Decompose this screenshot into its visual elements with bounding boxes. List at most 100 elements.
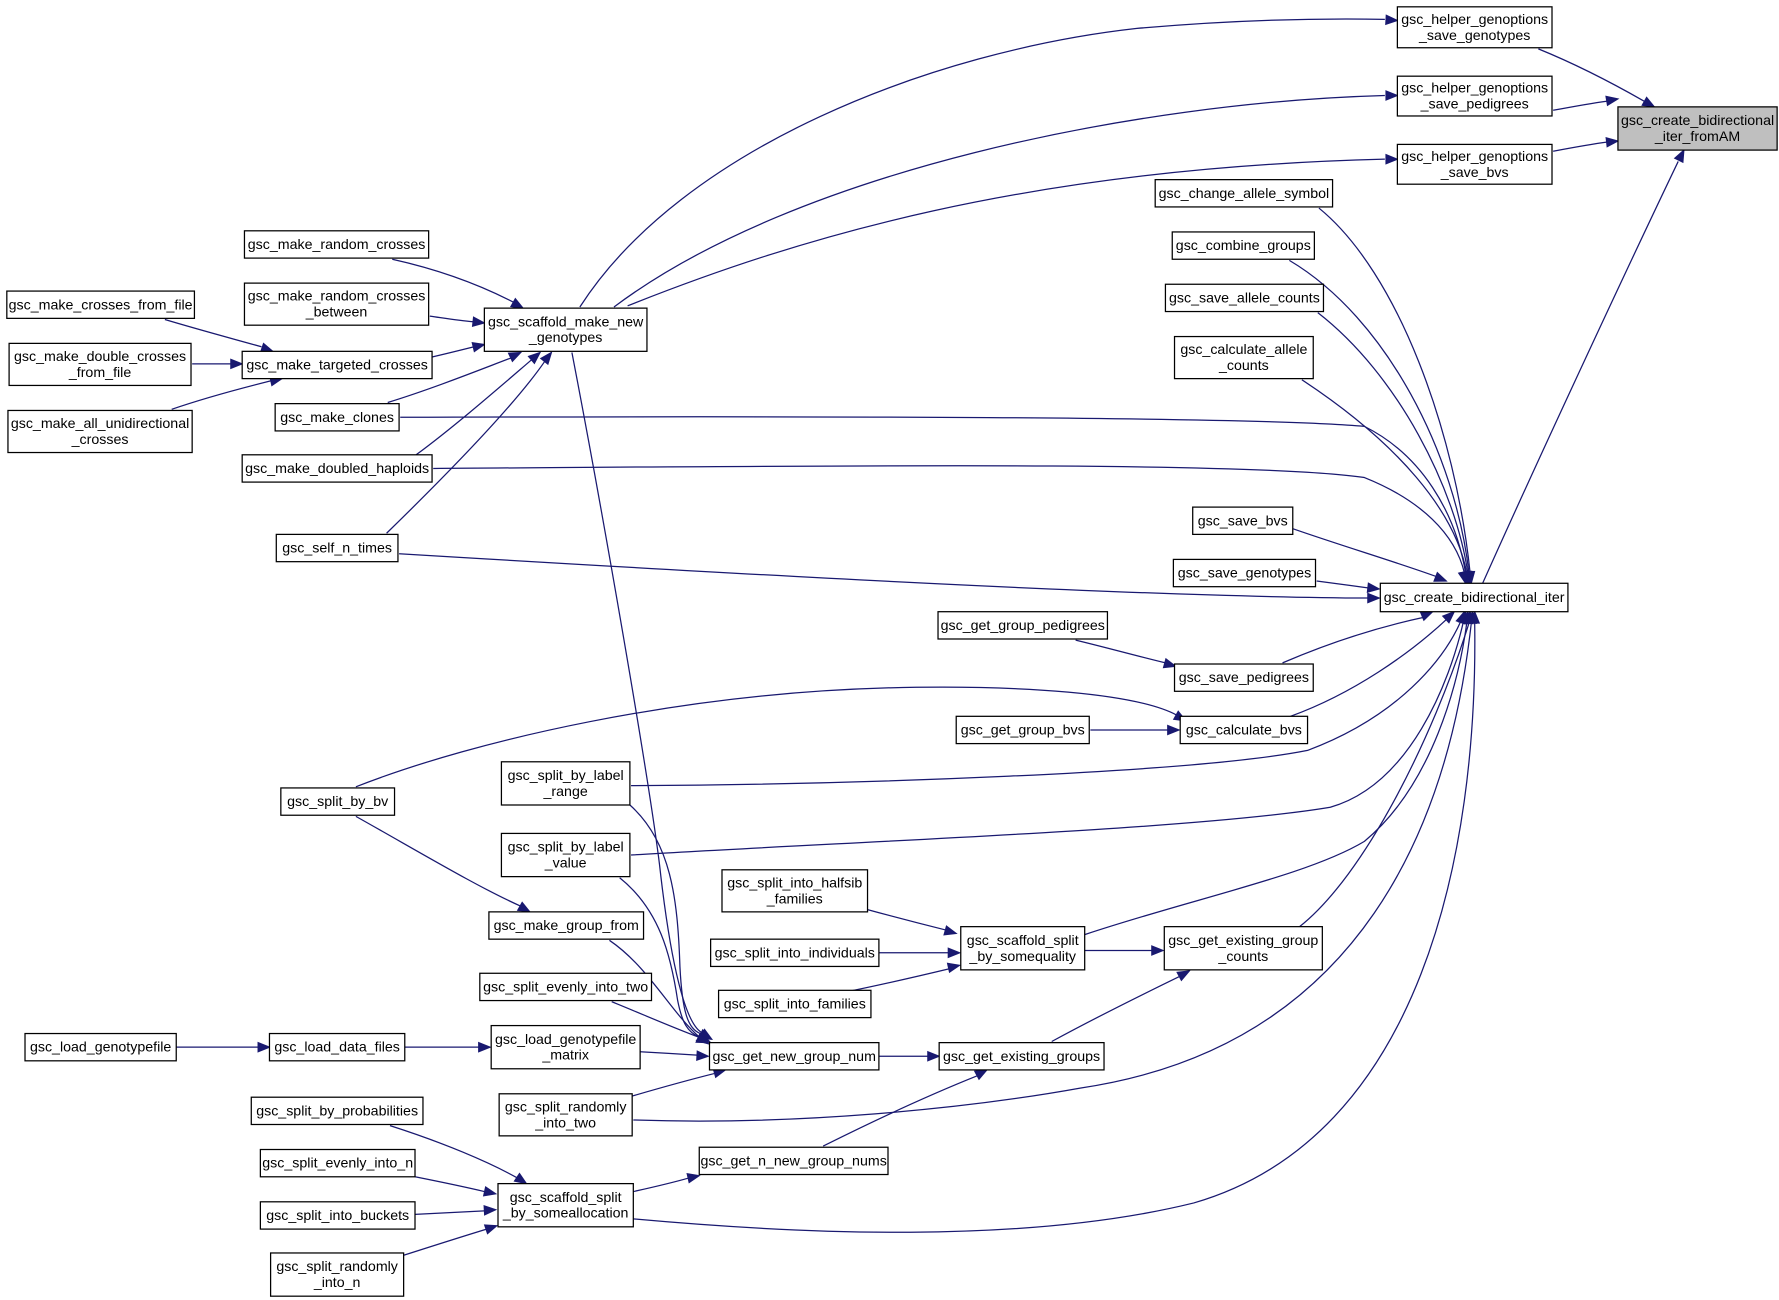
node-label: _by_somequality	[968, 949, 1076, 965]
node-cas[interactable]: gsc_change_allele_symbol	[1154, 179, 1334, 208]
node-box[interactable]	[717, 989, 872, 1019]
node-box[interactable]	[1396, 143, 1553, 185]
node-sssq[interactable]: gsc_scaffold_split_by_somequality	[960, 926, 1086, 971]
node-geg[interactable]: gsc_get_existing_groups	[938, 1042, 1105, 1071]
node-t[interactable]: gsc_create_bidirectional_iter_fromAM	[1617, 106, 1778, 151]
node-box[interactable]	[268, 1032, 406, 1062]
node-box[interactable]	[280, 787, 396, 816]
node-box[interactable]	[275, 533, 399, 563]
node-hb[interactable]: gsc_helper_genoptions_save_bvs	[1396, 143, 1553, 185]
node-box[interactable]	[1171, 231, 1315, 260]
node-sbp[interactable]: gsc_split_by_probabilities	[250, 1096, 424, 1126]
node-smng[interactable]: gsc_scaffold_make_new_genotypes	[483, 307, 648, 352]
node-box[interactable]	[250, 1096, 424, 1126]
node-sii[interactable]: gsc_split_into_individuals	[709, 938, 880, 968]
node-cg[interactable]: gsc_combine_groups	[1171, 231, 1315, 260]
node-gnngn[interactable]: gsc_get_n_new_group_nums	[698, 1146, 889, 1176]
node-sif[interactable]: gsc_split_into_families	[717, 989, 872, 1019]
node-box[interactable]	[1396, 75, 1553, 117]
node-seit[interactable]: gsc_split_evenly_into_two	[479, 972, 653, 1002]
node-box[interactable]	[259, 1148, 416, 1178]
node-box[interactable]	[1179, 715, 1309, 745]
node-lgfm[interactable]: gsc_load_genotypefile_matrix	[490, 1024, 641, 1070]
node-box[interactable]	[7, 409, 193, 454]
node-box[interactable]	[490, 1024, 641, 1070]
node-mdh[interactable]: gsc_make_doubled_haploids	[241, 454, 433, 483]
target-node-box[interactable]	[1617, 106, 1778, 151]
node-box[interactable]	[500, 832, 631, 878]
node-hg[interactable]: gsc_helper_genoptions_save_genotypes	[1396, 6, 1553, 49]
node-ggb[interactable]: gsc_get_group_bvs	[955, 715, 1090, 745]
node-srit[interactable]: gsc_split_randomly_into_two	[498, 1093, 633, 1137]
node-box[interactable]	[1172, 558, 1317, 588]
node-srin[interactable]: gsc_split_randomly_into_n	[269, 1252, 405, 1297]
node-cbi[interactable]: gsc_create_bidirectional_iter	[1379, 582, 1569, 613]
node-box[interactable]	[243, 282, 430, 326]
node-box[interactable]	[274, 403, 400, 432]
node-box[interactable]	[24, 1032, 177, 1062]
node-ldf[interactable]: gsc_load_data_files	[268, 1032, 406, 1062]
node-snt[interactable]: gsc_self_n_times	[275, 533, 399, 563]
node-sblv[interactable]: gsc_split_by_label_value	[500, 832, 631, 878]
node-sbb[interactable]: gsc_split_by_bv	[280, 787, 396, 816]
node-box[interactable]	[8, 342, 192, 387]
node-mrcb[interactable]: gsc_make_random_crosses_between	[243, 282, 430, 326]
node-sbv[interactable]: gsc_save_bvs	[1192, 506, 1294, 536]
node-box[interactable]	[269, 1252, 405, 1297]
node-box[interactable]	[960, 926, 1086, 971]
node-gegc[interactable]: gsc_get_existing_group_counts	[1163, 926, 1323, 971]
node-mgf[interactable]: gsc_make_group_from	[488, 911, 645, 940]
node-box[interactable]	[241, 454, 433, 483]
arrowhead	[1385, 14, 1399, 26]
node-mdcf[interactable]: gsc_make_double_crosses_from_file	[8, 342, 192, 387]
node-mrc[interactable]: gsc_make_random_crosses	[243, 230, 430, 259]
node-ssa[interactable]: gsc_scaffold_split_by_someallocation	[497, 1182, 634, 1228]
node-box[interactable]	[1396, 6, 1553, 49]
node-mauc[interactable]: gsc_make_all_unidirectional_crosses	[7, 409, 193, 454]
node-label: gsc_scaffold_make_new	[488, 314, 644, 330]
node-sgt[interactable]: gsc_save_genotypes	[1172, 558, 1317, 588]
node-box[interactable]	[498, 1093, 633, 1137]
node-box[interactable]	[241, 350, 433, 380]
node-box[interactable]	[938, 1042, 1105, 1071]
node-hp[interactable]: gsc_helper_genoptions_save_pedigrees	[1396, 75, 1553, 117]
node-box[interactable]	[243, 230, 430, 259]
node-lgf[interactable]: gsc_load_genotypefile	[24, 1032, 177, 1062]
node-label: gsc_load_data_files	[274, 1040, 400, 1056]
node-box[interactable]	[1173, 663, 1314, 692]
node-box[interactable]	[1164, 283, 1325, 313]
node-box[interactable]	[6, 290, 196, 319]
node-box[interactable]	[1173, 335, 1314, 380]
node-sib[interactable]: gsc_split_into_buckets	[259, 1201, 416, 1230]
node-box[interactable]	[709, 938, 880, 968]
node-box[interactable]	[955, 715, 1090, 745]
node-mcff[interactable]: gsc_make_crosses_from_file	[6, 290, 196, 319]
node-box[interactable]	[698, 1146, 889, 1176]
node-sped[interactable]: gsc_save_pedigrees	[1173, 663, 1314, 692]
edge-seit-to-gngn	[611, 1001, 710, 1044]
node-gngn[interactable]: gsc_get_new_group_num	[708, 1042, 880, 1071]
node-box[interactable]	[497, 1182, 634, 1228]
node-sihf[interactable]: gsc_split_into_halfsib_families	[721, 869, 869, 913]
node-box[interactable]	[1154, 179, 1334, 208]
node-box[interactable]	[259, 1201, 416, 1230]
node-box[interactable]	[1163, 926, 1323, 971]
node-box[interactable]	[500, 761, 631, 806]
node-box[interactable]	[483, 307, 648, 352]
node-box[interactable]	[488, 911, 645, 940]
node-box[interactable]	[1379, 582, 1569, 613]
node-cac[interactable]: gsc_calculate_allele_counts	[1173, 335, 1314, 380]
node-sein[interactable]: gsc_split_evenly_into_n	[259, 1148, 416, 1178]
node-cbv[interactable]: gsc_calculate_bvs	[1179, 715, 1309, 745]
node-mtc[interactable]: gsc_make_targeted_crosses	[241, 350, 433, 380]
node-sblr[interactable]: gsc_split_by_label_range	[500, 761, 631, 806]
node-box[interactable]	[721, 869, 869, 913]
node-box[interactable]	[479, 972, 653, 1002]
node-ggp[interactable]: gsc_get_group_pedigrees	[937, 611, 1109, 640]
node-sac[interactable]: gsc_save_allele_counts	[1164, 283, 1325, 313]
node-box[interactable]	[1192, 506, 1294, 536]
node-mcl[interactable]: gsc_make_clones	[274, 403, 400, 432]
edge-sihf-to-sssq	[867, 908, 958, 936]
node-box[interactable]	[708, 1042, 880, 1071]
node-box[interactable]	[937, 611, 1109, 640]
